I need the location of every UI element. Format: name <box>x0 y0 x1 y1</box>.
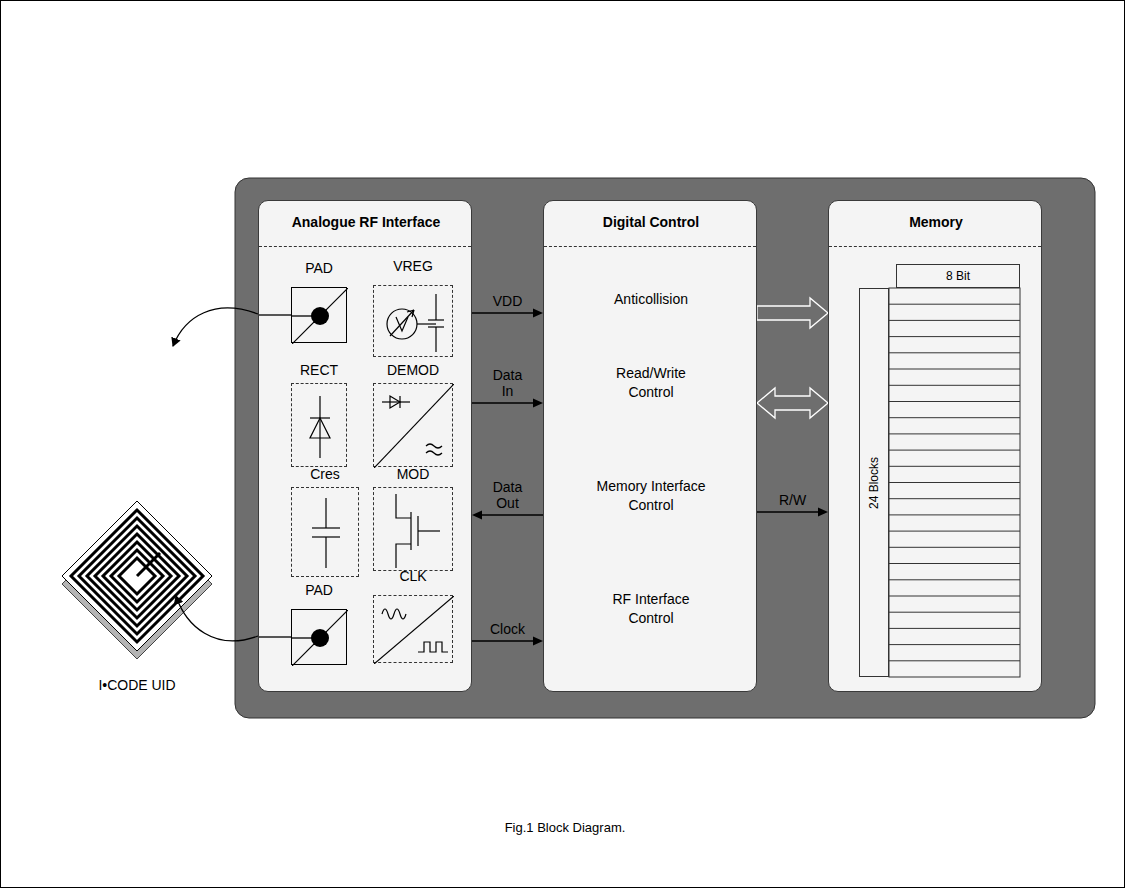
symbol-frame <box>291 383 347 467</box>
symbol-frame <box>291 487 359 577</box>
coil-winding <box>87 526 187 626</box>
symbol-frame <box>291 609 347 665</box>
block-arrow-shape <box>757 388 828 418</box>
block-count-box: 24 Blocks <box>859 288 889 677</box>
signal-line <box>472 640 535 642</box>
pad-symbol <box>292 610 348 666</box>
signal-label: Clock <box>478 621 538 637</box>
symbol-frame <box>373 383 453 467</box>
signal-arrow <box>472 399 543 408</box>
width-label: 8 Bit <box>946 269 970 283</box>
block-name: PAD <box>281 581 357 599</box>
header-divider <box>829 246 1041 247</box>
signal-label: Data Out <box>488 479 528 511</box>
block-arrow <box>757 298 828 328</box>
signal-arrow <box>472 511 543 520</box>
coil-winding <box>103 542 171 610</box>
signal-label: VDD <box>478 293 538 309</box>
symbol-frame <box>291 287 347 343</box>
signal-arrow <box>757 508 828 517</box>
arrowhead <box>533 637 543 646</box>
function-label: Anticollision <box>576 290 726 309</box>
signal-arrow <box>472 309 543 318</box>
signal-line <box>472 312 535 314</box>
part-label: I•CODE UID <box>57 677 217 693</box>
signal-line <box>757 511 820 513</box>
cres-symbol <box>292 488 360 578</box>
demod-symbol <box>374 384 454 468</box>
panel-heading: Digital Control <box>544 214 758 230</box>
signal-line <box>472 402 535 404</box>
function-label: RF Interface Control <box>596 590 706 628</box>
circuit-block: RECT <box>291 361 347 467</box>
block-arrow-shape <box>757 298 828 328</box>
block-name: Cres <box>281 465 369 483</box>
function-label: Read/Write Control <box>601 364 701 402</box>
block-name: RECT <box>281 361 357 379</box>
width-box: 8 Bit <box>896 264 1020 288</box>
arrowhead <box>818 508 828 517</box>
coil-winding <box>111 550 163 602</box>
signal-label: Data In <box>488 367 528 399</box>
arrowhead <box>533 309 543 318</box>
block-panel: Digital ControlAnticollisionRead/Write C… <box>543 200 757 692</box>
circuit-block: CLK <box>373 567 453 663</box>
symbol-frame <box>373 285 453 357</box>
arrowhead <box>472 511 482 520</box>
coil-winding <box>71 510 203 642</box>
pad-symbol <box>292 288 348 344</box>
header-divider <box>259 246 471 247</box>
block-panel: Memory 8 Bit 24 Blocks <box>828 200 1042 692</box>
mod-symbol <box>374 488 454 572</box>
block-count-label: 24 Blocks <box>867 456 881 508</box>
vreg-symbol <box>374 286 454 358</box>
panel-heading: Memory <box>829 214 1043 230</box>
arrowhead <box>533 399 543 408</box>
coupling-arrow <box>176 596 258 641</box>
panel-heading: Analogue RF Interface <box>259 214 473 230</box>
coupling-arrow <box>173 308 258 346</box>
circuit-block: Cres <box>291 465 359 577</box>
signal-line <box>480 514 543 516</box>
block-name: CLK <box>363 567 463 585</box>
circuit-block: PAD <box>291 581 347 665</box>
coil-winding <box>79 518 195 634</box>
symbol-frame <box>373 487 453 571</box>
figure-caption: Fig.1 Block Diagram. <box>365 820 765 835</box>
function-label: Memory Interface Control <box>586 477 716 515</box>
block-panel: Analogue RF InterfacePADVREGRECTDEMODCre… <box>258 200 472 692</box>
block-name: DEMOD <box>363 361 463 379</box>
chip-housing <box>235 178 1095 718</box>
symbol-frame <box>373 595 453 663</box>
block-name: PAD <box>281 259 357 277</box>
coil-winding <box>95 534 179 618</box>
header-divider <box>544 246 756 247</box>
block-arrow <box>757 388 828 418</box>
circuit-block: DEMOD <box>373 361 453 467</box>
block-name: VREG <box>363 257 463 275</box>
signal-arrow <box>472 637 543 646</box>
antenna-coil <box>62 501 212 659</box>
block-name: MOD <box>363 465 463 483</box>
clk-symbol <box>374 596 454 664</box>
rect-symbol <box>292 384 348 468</box>
signal-label: R/W <box>763 492 823 508</box>
circuit-block: VREG <box>373 257 453 357</box>
circuit-block: MOD <box>373 465 453 571</box>
circuit-block: PAD <box>291 259 347 343</box>
